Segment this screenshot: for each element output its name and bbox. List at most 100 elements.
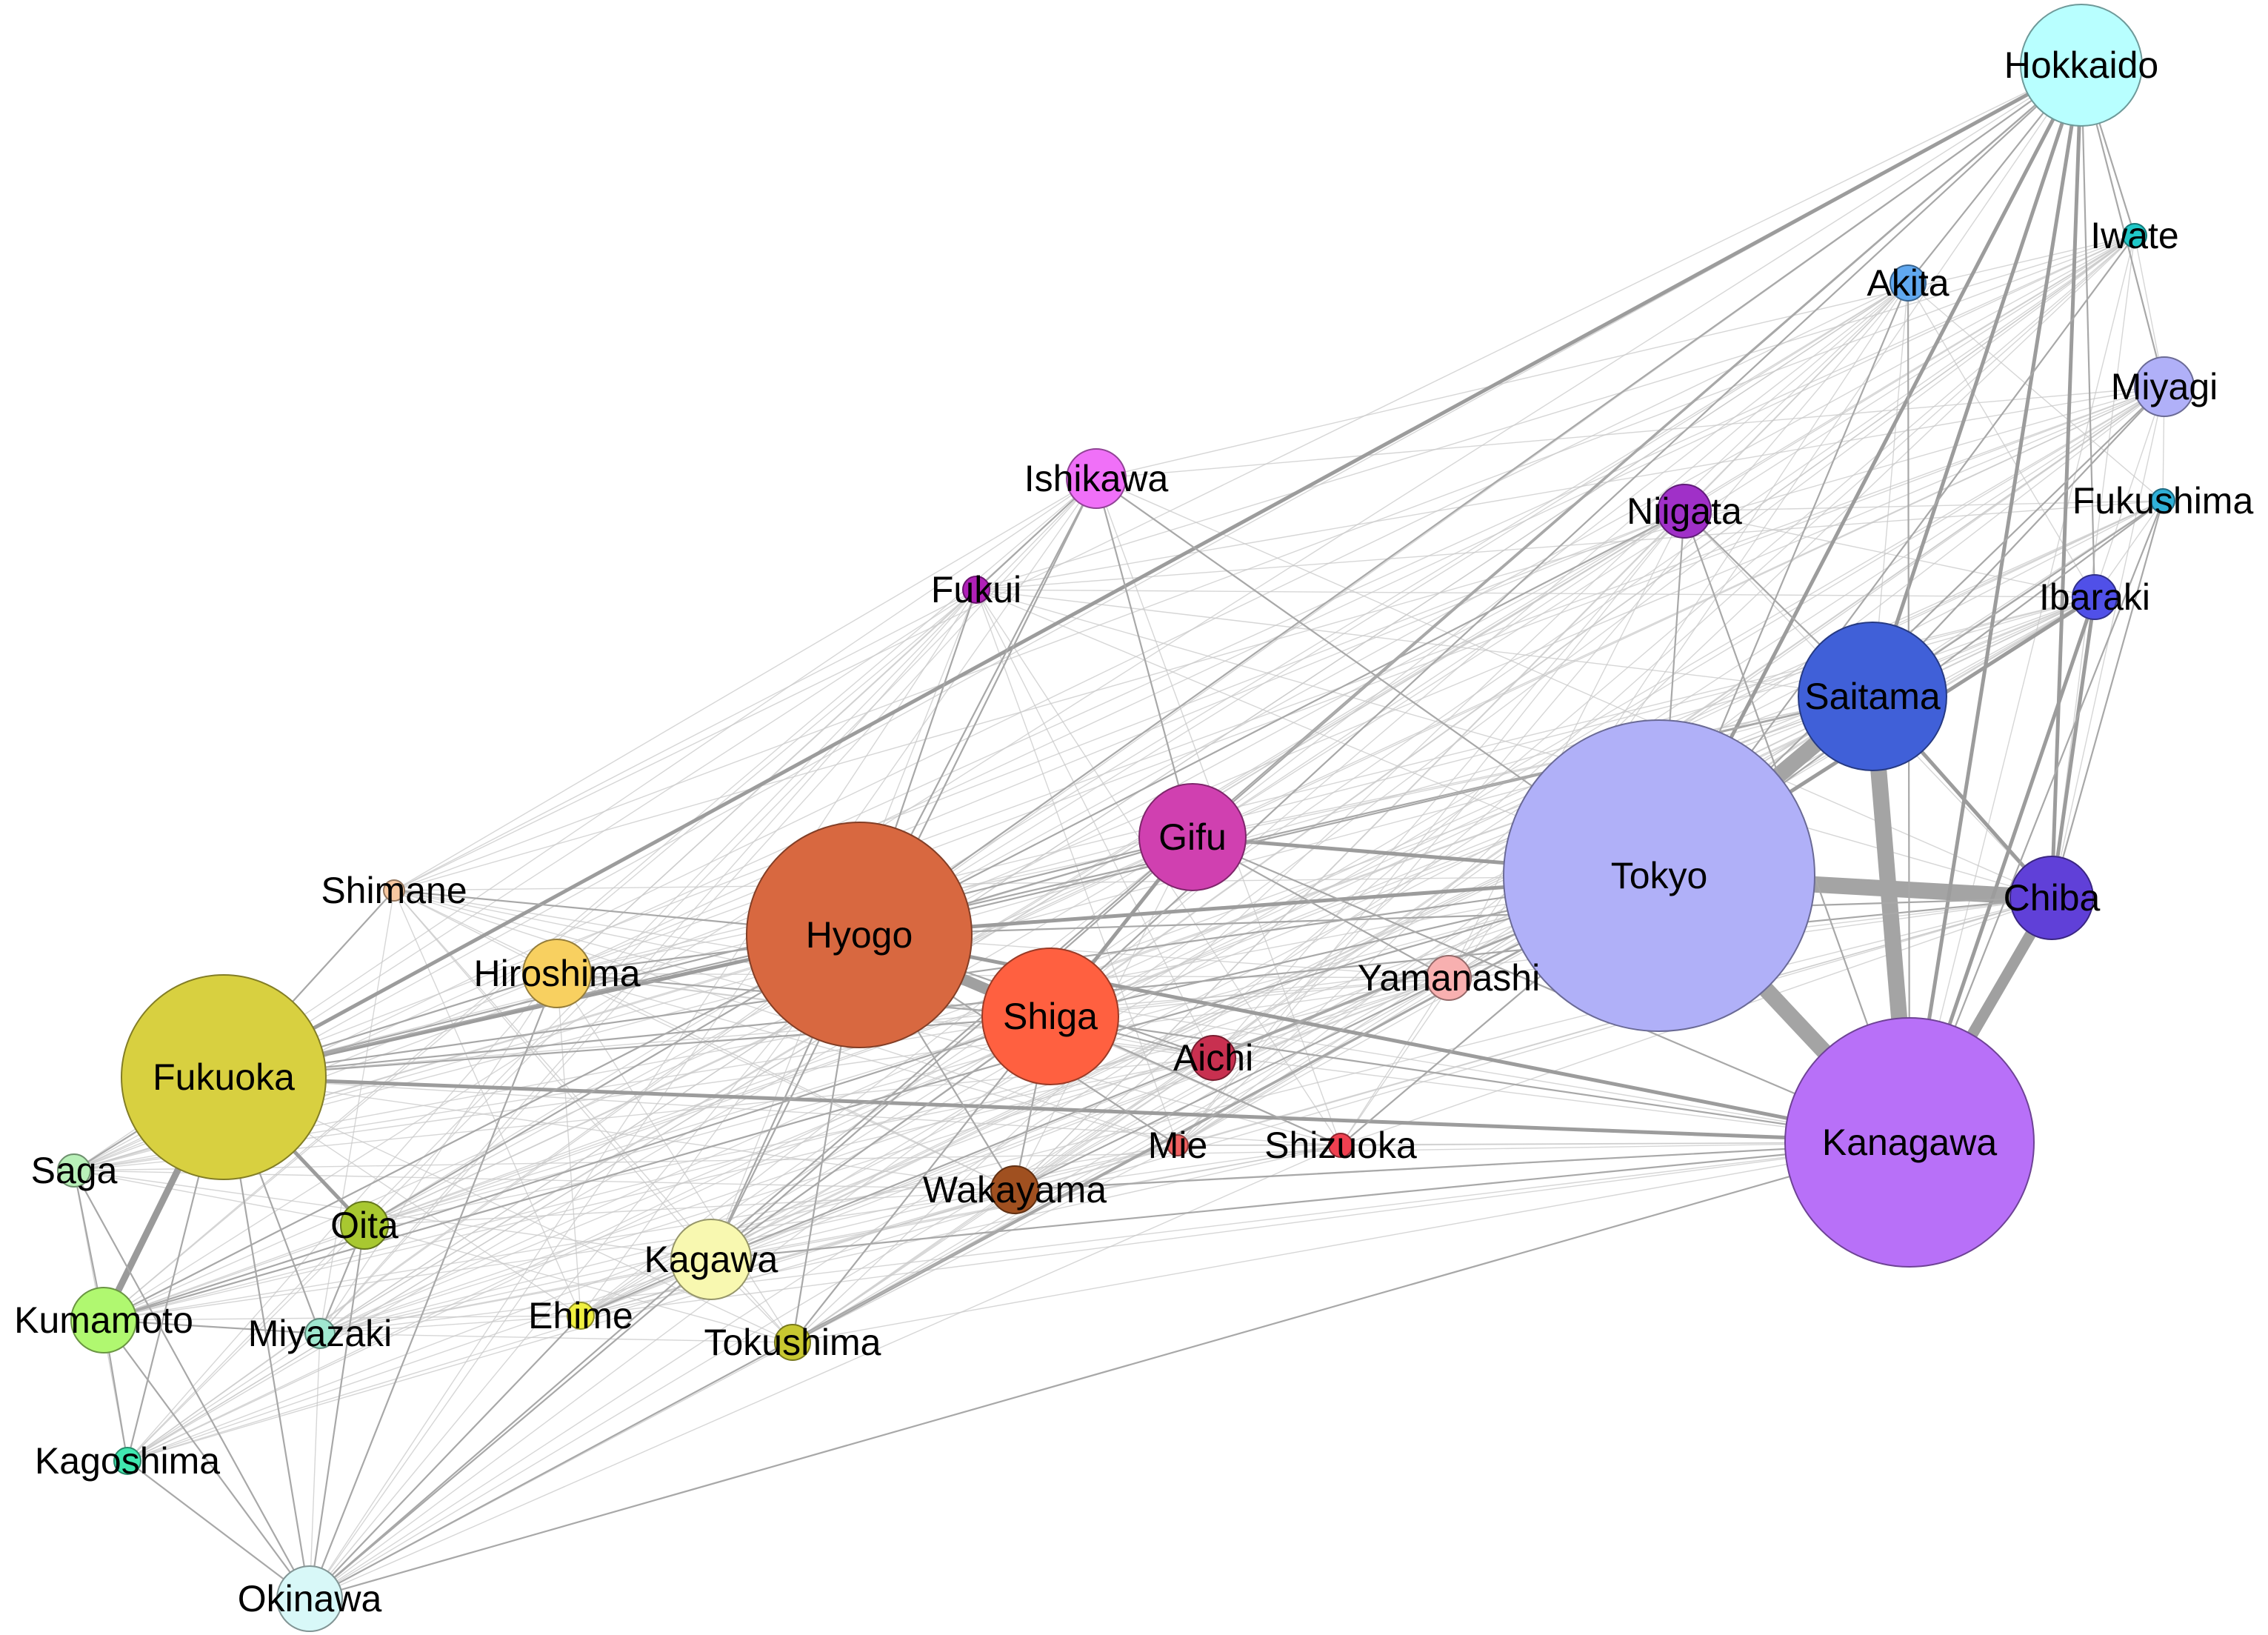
node-chiba[interactable] bbox=[2009, 856, 2094, 940]
edge-tokyo-kagoshima bbox=[127, 875, 1660, 1462]
node-shimane[interactable] bbox=[383, 879, 405, 902]
node-hiroshima[interactable] bbox=[522, 939, 592, 1008]
node-label-kagawa: Kagawa bbox=[644, 1239, 778, 1280]
node-iwate[interactable] bbox=[2122, 223, 2147, 248]
edge-miyagi-ishikawa bbox=[1095, 386, 2165, 479]
edge-shiga-kanagawa bbox=[1049, 1015, 1911, 1144]
edge-aichi-kumamoto bbox=[103, 1057, 1214, 1321]
edge-kumamoto-okinawa bbox=[102, 1319, 311, 1600]
node-shiga[interactable] bbox=[981, 948, 1119, 1085]
node-miyagi[interactable] bbox=[2134, 356, 2195, 417]
node-aichi[interactable] bbox=[1190, 1035, 1236, 1081]
edge-hokkaido-fukuoka bbox=[221, 63, 2084, 1079]
node-tokyo[interactable] bbox=[1503, 719, 1815, 1032]
node-kagoshima[interactable] bbox=[113, 1447, 141, 1475]
node-label-shimane: Shimane bbox=[321, 870, 467, 911]
node-label-shizuoka: Shizuoka bbox=[1264, 1125, 1417, 1166]
node-ishikawa[interactable] bbox=[1066, 448, 1127, 509]
edge-hokkaido-shimane bbox=[393, 64, 2082, 891]
edge-miyagi-fukui bbox=[975, 386, 2165, 590]
node-mie[interactable] bbox=[1167, 1134, 1189, 1156]
edge-fukushima-niigata bbox=[1684, 500, 2164, 512]
node-gifu[interactable] bbox=[1138, 783, 1247, 891]
node-kanagawa[interactable] bbox=[1784, 1017, 2035, 1268]
edge-hokkaido-kumamoto bbox=[103, 64, 2082, 1321]
edge-miyagi-kagawa bbox=[710, 386, 2165, 1260]
edge-ibaraki-saga bbox=[73, 596, 2095, 1171]
edge-niigata-miyazaki bbox=[319, 510, 1685, 1334]
edge-miyagi-saga bbox=[73, 386, 2165, 1171]
node-label-shiga: Shiga bbox=[1003, 996, 1098, 1037]
edge-niigata-fukuoka bbox=[223, 510, 1685, 1078]
node-saga[interactable] bbox=[57, 1153, 91, 1188]
edge-saga-oita bbox=[73, 1170, 365, 1226]
node-shizuoka[interactable] bbox=[1328, 1133, 1353, 1158]
edge-iwate-shimane bbox=[393, 235, 2135, 891]
edge-shimane-ehime bbox=[393, 890, 581, 1316]
node-label-wakayama: Wakayama bbox=[923, 1169, 1107, 1211]
edge-fukui-shimane bbox=[393, 589, 977, 891]
edge-ishikawa-gifu bbox=[1095, 477, 1194, 839]
edge-saga-kagawa bbox=[73, 1170, 712, 1260]
node-saitama[interactable] bbox=[1798, 622, 1947, 771]
edge-gifu-fukuoka bbox=[222, 836, 1194, 1079]
node-hokkaido[interactable] bbox=[2020, 4, 2143, 127]
node-label-kanagawa: Kanagawa bbox=[1822, 1122, 1997, 1163]
edge-fukuoka-shizuoka bbox=[223, 1076, 1341, 1146]
edge-iwate-kanagawa bbox=[1909, 235, 2135, 1143]
edge-shiga-ehime bbox=[580, 1016, 1051, 1316]
edge-fukui-fukuoka bbox=[223, 589, 977, 1078]
edge-miyagi-okinawa bbox=[309, 386, 2165, 1599]
node-kumamoto[interactable] bbox=[70, 1287, 137, 1353]
edge-miyazaki-ehime bbox=[319, 1315, 581, 1334]
node-niigata[interactable] bbox=[1657, 484, 1712, 539]
edge-hokkaido-kanagawa bbox=[1907, 63, 2084, 1145]
node-label-hyogo: Hyogo bbox=[806, 914, 913, 956]
node-label-ehime: Ehime bbox=[528, 1295, 633, 1336]
edge-kumamoto-shiga bbox=[102, 1015, 1052, 1322]
node-okinawa[interactable] bbox=[276, 1565, 343, 1632]
node-label-okinawa: Okinawa bbox=[238, 1578, 382, 1619]
edge-layer bbox=[73, 63, 2166, 1600]
edge-shimane-kanagawa bbox=[393, 890, 1910, 1143]
node-fukushima[interactable] bbox=[2150, 488, 2175, 513]
edge-shiga-oita bbox=[364, 1016, 1051, 1226]
node-miyazaki[interactable] bbox=[304, 1318, 336, 1349]
node-kagawa[interactable] bbox=[670, 1219, 752, 1300]
edge-shiga-kagawa bbox=[710, 1015, 1052, 1261]
edge-kagawa-okinawa bbox=[308, 1258, 713, 1600]
node-hyogo[interactable] bbox=[746, 822, 973, 1048]
node-label-mie: Mie bbox=[1148, 1125, 1208, 1166]
edge-tokyo-shimane bbox=[393, 875, 1660, 891]
edge-hyogo-okinawa bbox=[309, 934, 860, 1599]
edge-kanagawa-okinawa bbox=[308, 1141, 1911, 1600]
edge-saga-okinawa bbox=[73, 1169, 311, 1600]
node-fukui[interactable] bbox=[962, 576, 990, 604]
edge-kumamoto-ehime bbox=[103, 1315, 581, 1321]
node-label-akita: Akita bbox=[1867, 262, 1949, 304]
node-label-kumamoto: Kumamoto bbox=[14, 1299, 193, 1341]
node-fukuoka[interactable] bbox=[121, 974, 327, 1180]
edge-iwate-hyogo bbox=[858, 235, 2135, 936]
edge-iwate-saga bbox=[73, 235, 2135, 1171]
node-oita[interactable] bbox=[340, 1201, 389, 1250]
node-ibaraki[interactable] bbox=[2072, 574, 2118, 620]
node-wakayama[interactable] bbox=[990, 1165, 1039, 1214]
edge-kagawa-miyazaki bbox=[319, 1259, 712, 1334]
edge-fukui-aichi bbox=[975, 589, 1214, 1059]
edge-hyogo-kagoshima bbox=[127, 934, 860, 1462]
edge-miyazaki-okinawa bbox=[309, 1333, 321, 1599]
edge-fukui-saitama bbox=[975, 589, 1873, 697]
node-tokushima[interactable] bbox=[774, 1324, 811, 1361]
node-label-tokushima: Tokushima bbox=[704, 1322, 881, 1363]
edge-miyazaki-kumamoto bbox=[102, 1319, 321, 1335]
node-label-aichi: Aichi bbox=[1173, 1037, 1253, 1079]
edge-yamanashi-shizuoka bbox=[1340, 977, 1450, 1146]
edge-miyagi-chiba bbox=[2051, 386, 2165, 899]
edge-kanagawa-wakayama bbox=[1013, 1141, 1911, 1191]
node-yamanashi[interactable] bbox=[1426, 955, 1472, 1001]
node-akita[interactable] bbox=[1890, 264, 1927, 302]
edge-fukui-ibaraki bbox=[975, 589, 2095, 598]
edge-fukushima-chiba bbox=[2050, 499, 2164, 899]
node-ehime[interactable] bbox=[567, 1302, 595, 1330]
